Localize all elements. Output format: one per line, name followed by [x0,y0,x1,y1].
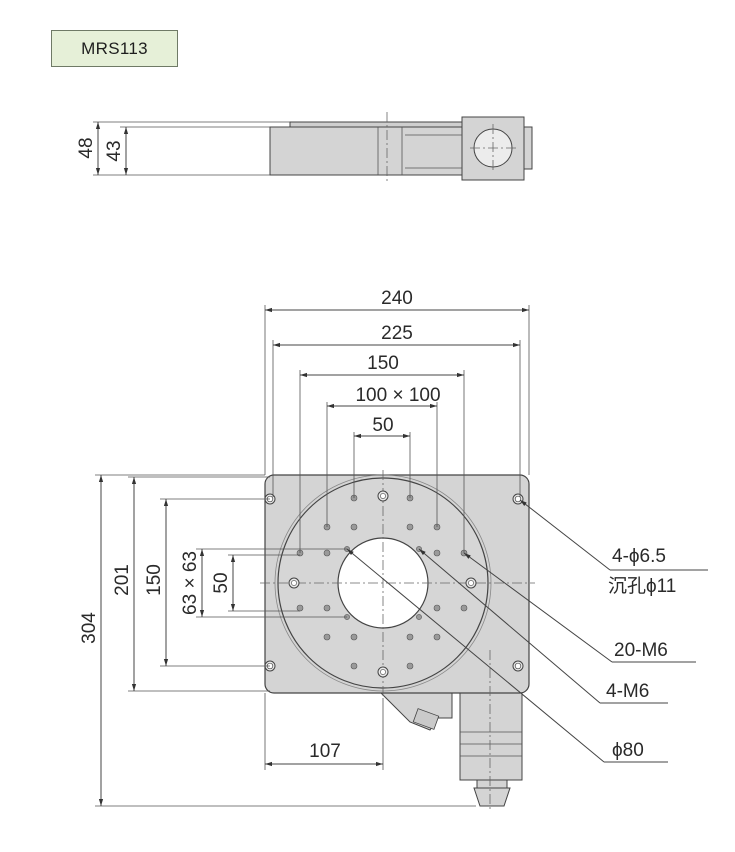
gear-block [378,691,453,731]
m6-holes [296,494,468,670]
callout-20-m6: 20-M6 [614,640,668,661]
dim-100x100: 100 × 100 [355,385,440,406]
motor-knob [473,787,511,807]
ring-holes [288,490,477,678]
dim-240: 240 [381,288,413,309]
side-view: 48 43 [76,112,533,182]
model-label: MRS113 [81,38,148,58]
side-top-plate [289,121,463,128]
dim-63x63: 63 × 63 [180,551,201,615]
dim-225: 225 [381,323,413,344]
dim-150-v: 150 [144,564,165,596]
dim-304: 304 [79,612,100,644]
callout-mount-holes: 4-ϕ6.5 [612,546,666,567]
motor-body [459,691,523,781]
dim-48: 48 [76,137,97,158]
side-end-cap [523,126,533,170]
dim-43: 43 [104,140,125,161]
dim-107: 107 [309,741,341,762]
top-view: 240 225 150 100 × 100 50 304 201 150 63 … [79,288,708,812]
callout-counterbore: 沉孔ϕ11 [608,575,676,597]
callout-bore: ϕ80 [612,740,644,761]
dim-50-h: 50 [372,415,393,436]
dim-201: 201 [112,564,133,596]
dim-150-h: 150 [367,353,399,374]
motor-flange [476,779,508,789]
dim-50-v: 50 [211,572,232,593]
callout-4-m6: 4-M6 [606,681,649,702]
model-badge: MRS113 [51,30,178,67]
